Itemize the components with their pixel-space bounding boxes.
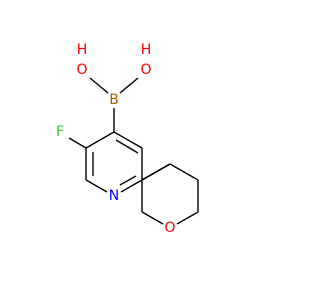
bond-c4-c3: [85, 131, 115, 149]
oxygen-left-label: O: [76, 62, 87, 78]
bond-n-c6-double: [119, 175, 137, 186]
bond-oxane-c6-o: [141, 211, 164, 225]
bond-n-c6: [120, 179, 143, 193]
bond-boron-oxygen-left: [89, 77, 109, 94]
oxygen-right-label: O: [140, 62, 151, 78]
oxane-ring: [141, 163, 199, 225]
bond-boron-oxygen-right: [119, 77, 139, 94]
nitrogen-label: N: [109, 188, 119, 204]
chemical-structure: B O H O H F N O: [56, 42, 199, 236]
hydrogen-left-label: H: [77, 42, 88, 58]
bond-oxane-c4-c5: [141, 163, 171, 181]
hydrogen-right-label: H: [141, 42, 152, 58]
bond-c2-n: [85, 179, 108, 193]
fluorine-label: F: [56, 124, 64, 140]
bond-c3-fluorine: [68, 137, 87, 149]
bond-c4-c5-double: [115, 139, 139, 154]
bond-oxane-c4-c3: [169, 163, 199, 181]
oxane-oxygen-label: O: [164, 220, 175, 236]
pyridine-ring: [85, 131, 143, 193]
bond-oxane-c2-o: [176, 211, 199, 225]
bond-c4-c5: [113, 131, 143, 149]
boron-label: B: [109, 92, 119, 108]
